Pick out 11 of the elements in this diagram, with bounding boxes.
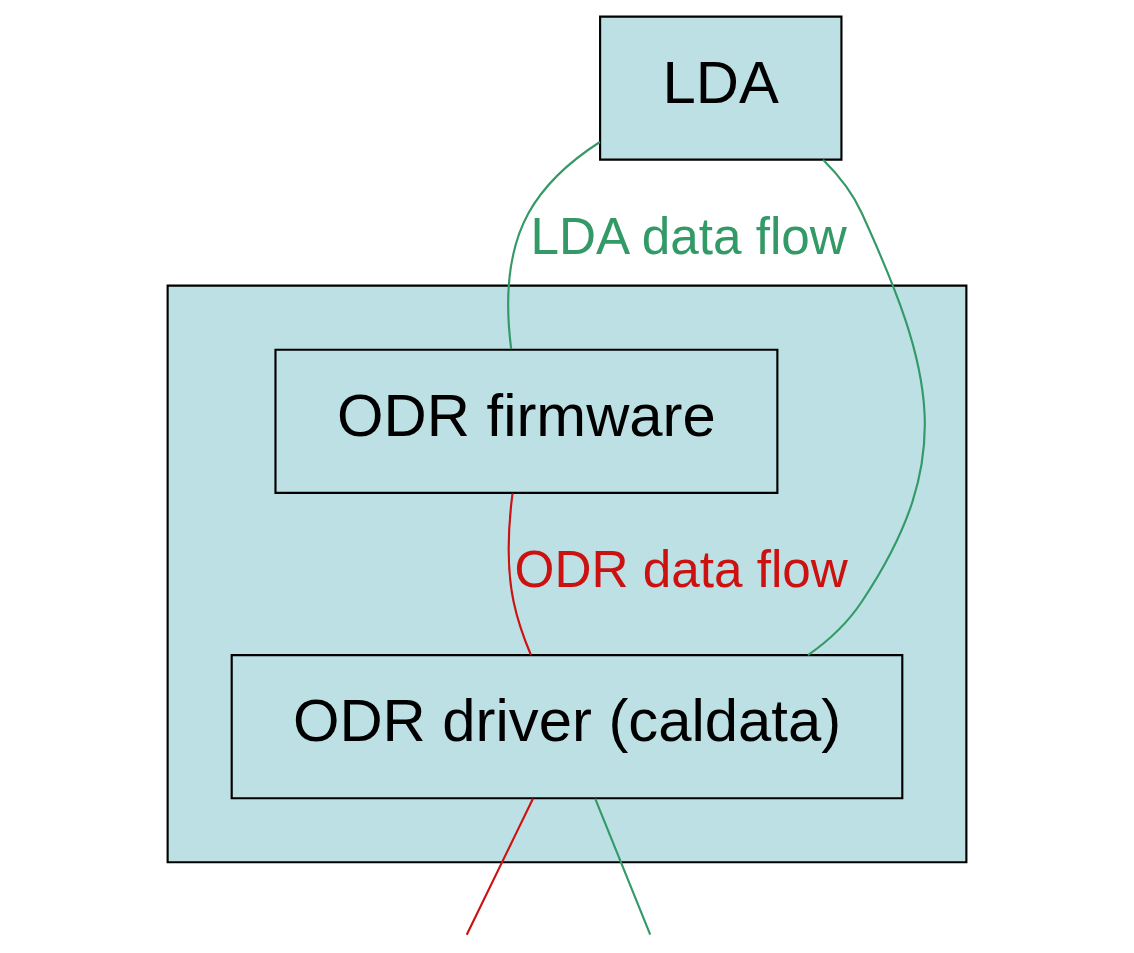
edge-label: LDA data flow [530,208,847,266]
connector [507,493,532,656]
edge-label: ODR data flow [514,541,848,599]
connector [807,159,926,656]
connector [465,798,534,936]
connector [594,798,652,936]
connector [507,141,601,350]
node-box: ODR firmware [274,348,779,494]
cluster [166,284,968,864]
node-box: LDA [599,15,843,161]
node-box: ODR driver (caldata) [230,654,904,800]
